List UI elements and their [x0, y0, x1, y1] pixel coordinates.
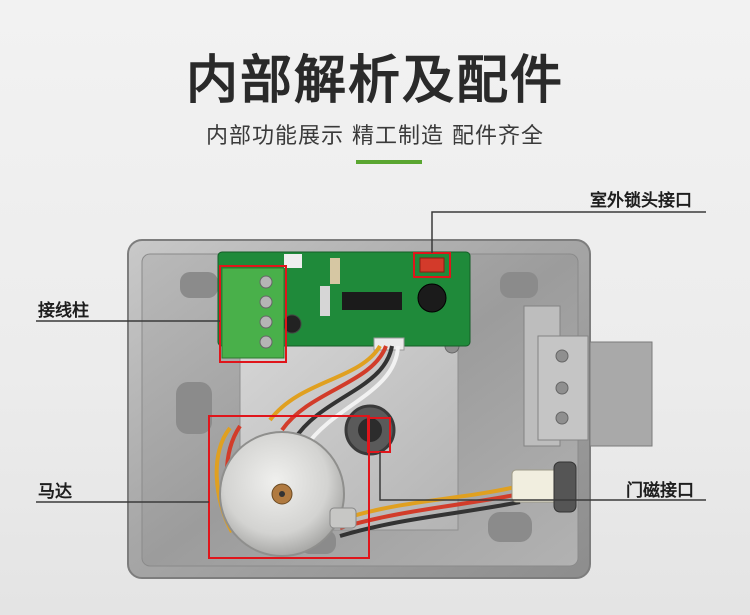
callout-terminal-label: 接线柱 — [38, 301, 89, 321]
mounting-slot — [488, 512, 532, 542]
door-sensor-connector — [511, 469, 559, 503]
highlight-motor — [208, 415, 370, 559]
screw — [555, 381, 569, 395]
pcb-capacitor — [320, 286, 330, 316]
mounting-slot — [500, 272, 538, 298]
highlight-terminal — [219, 265, 287, 363]
lock-port-connector — [419, 257, 445, 273]
wire — [339, 500, 521, 538]
callout-motor-label: 马达 — [38, 482, 72, 502]
leader-lock-port — [431, 211, 706, 253]
screw — [555, 349, 569, 363]
motor-shaft-core — [279, 491, 285, 497]
wire — [280, 345, 388, 432]
terminal-block — [221, 267, 285, 359]
pcb-resistor — [330, 258, 340, 284]
terminal-screw — [259, 315, 273, 329]
door-sensor-plug — [553, 461, 577, 513]
motor-tab — [329, 507, 357, 529]
wire — [304, 345, 400, 448]
buzzer — [417, 283, 447, 313]
terminal-screw — [259, 275, 273, 289]
wire — [268, 344, 382, 422]
accent-divider — [356, 160, 422, 164]
leader-door-sensor — [379, 452, 706, 501]
pcb-chip — [342, 292, 402, 310]
mounting-slot — [180, 272, 218, 298]
mounting-slot — [176, 382, 212, 434]
screw — [555, 411, 569, 425]
latch-bolt — [589, 341, 653, 447]
wire — [292, 345, 394, 442]
callout-door-sensor-label: 门磁接口 — [626, 481, 694, 501]
callout-lock-port-label: 室外锁头接口 — [590, 191, 692, 211]
pcb-connector — [284, 254, 302, 268]
page-title: 内部解析及配件 — [185, 51, 564, 111]
terminal-screw — [259, 295, 273, 309]
page-subtitle: 内部功能展示 精工制造 配件齐全 — [206, 124, 544, 149]
terminal-screw — [259, 335, 273, 349]
wire — [339, 492, 521, 530]
